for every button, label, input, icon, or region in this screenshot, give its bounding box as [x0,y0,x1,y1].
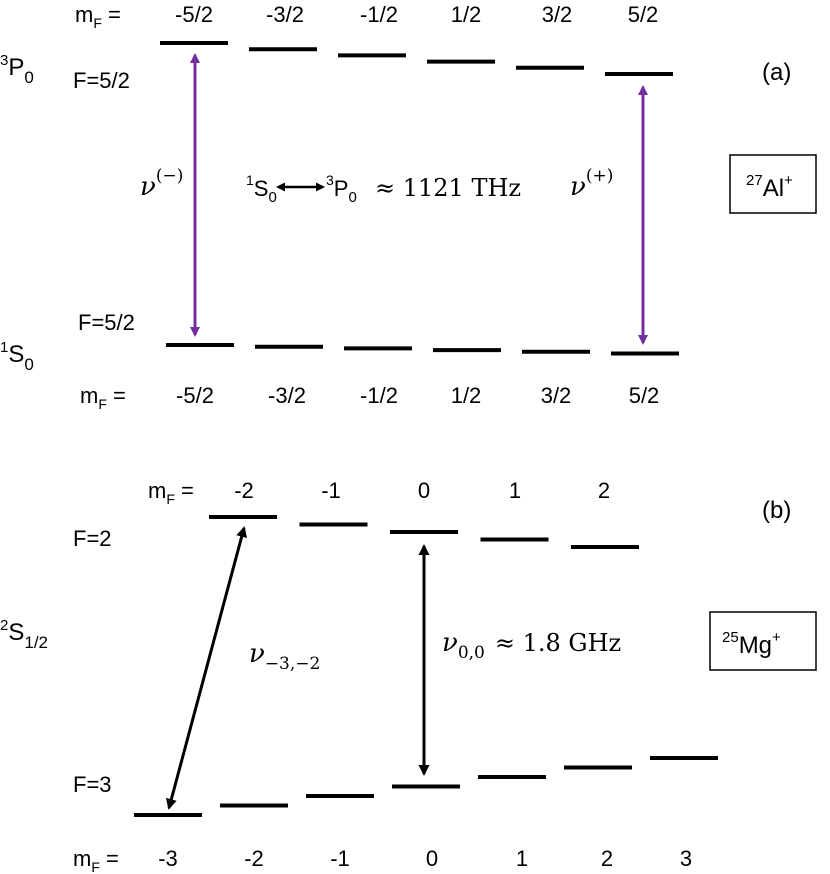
mf-a-bottom-4: 3/2 [541,383,572,408]
lower-levels-b [134,756,718,817]
transition-s0: 1S0 [246,172,277,206]
mf-values-a-top: -5/2 -3/2 -1/2 1/2 3/2 5/2 [175,2,658,27]
ion-label-al: 27Al+ [746,172,793,202]
mf-b-top-3: 1 [509,478,521,503]
mf-a-bottom-1: -3/2 [268,383,306,408]
ion-label-mg: 25Mg+ [722,629,781,659]
upper-f-label-a: F=5/2 [73,68,130,93]
nu-left-arrow [166,526,247,810]
panel-label-b: (b) [762,497,791,524]
mf-b-top-0: -2 [234,478,254,503]
panel-a: mF = -5/2 -3/2 -1/2 1/2 3/2 5/2 3P0 F=5/2 (a)… [0,2,817,412]
panel-label-a: (a) [762,59,791,86]
mf-b-bottom-3: 0 [426,846,438,871]
mf-b-bottom-4: 1 [516,846,528,871]
mf-a-top-4: 3/2 [542,2,573,27]
nu-minus-label: ν(−) [140,166,183,202]
mf-label-b-top: mF = [148,478,194,507]
mf-b-bottom-0: -3 [158,846,178,871]
mf-b-top-4: 2 [598,478,610,503]
upper-f-label-b: F=2 [73,526,112,551]
mf-b-top-2: 0 [418,478,430,503]
mf-a-bottom-5: 5/2 [629,383,660,408]
state-label-3p0: 3P0 [0,52,34,87]
mf-label-a-top: mF = [75,2,121,31]
state-label-2s12: 2S1/2 [0,617,48,652]
transition-p0: 3P0 [326,172,357,206]
nu-left-label: ν−3,−2 [249,639,320,674]
panel-b: mF = -2 -1 0 1 2 (b) F=2 2S1/2 ν−3,−2 ν0,0≈ … [0,478,817,874]
ion-box-mg [709,611,817,671]
lower-levels-a [166,343,679,356]
state-label-1s0: 1S0 [0,339,34,374]
mf-values-b-top: -2 -1 0 1 2 [234,478,610,503]
upper-levels-b [209,515,639,549]
mf-a-bottom-2: -1/2 [360,383,398,408]
mf-a-top-2: -1/2 [360,2,398,27]
mf-values-a-bottom: -5/2 -3/2 -1/2 1/2 3/2 5/2 [176,383,659,408]
lower-f-label-a: F=5/2 [78,310,135,335]
mf-a-bottom-0: -5/2 [176,383,214,408]
mf-b-bottom-6: 3 [680,846,692,871]
mf-a-top-3: 1/2 [451,2,482,27]
mf-a-bottom-3: 1/2 [451,383,482,408]
mf-a-top-1: -3/2 [266,2,304,27]
mf-b-bottom-5: 2 [601,846,613,871]
mf-a-top-5: 5/2 [628,2,659,27]
mf-b-bottom-2: -1 [330,846,350,871]
transition-frequency: ≈ 1121 THz [375,174,521,202]
mf-label-a-bottom: mF = [80,383,126,412]
mf-label-b-bottom: mF = [73,846,119,874]
lower-f-label-b: F=3 [73,772,112,797]
nu-center-label: ν0,0≈ 1.8 GHz [442,628,621,663]
mf-values-b-bottom: -3 -2 -1 0 1 2 3 [158,846,692,871]
mf-b-bottom-1: -2 [244,846,264,871]
mf-a-top-0: -5/2 [175,2,213,27]
ion-box-al [729,154,817,214]
upper-levels-a [160,41,673,76]
nu-plus-label: ν(+) [570,166,613,202]
mf-b-top-1: -1 [321,478,341,503]
